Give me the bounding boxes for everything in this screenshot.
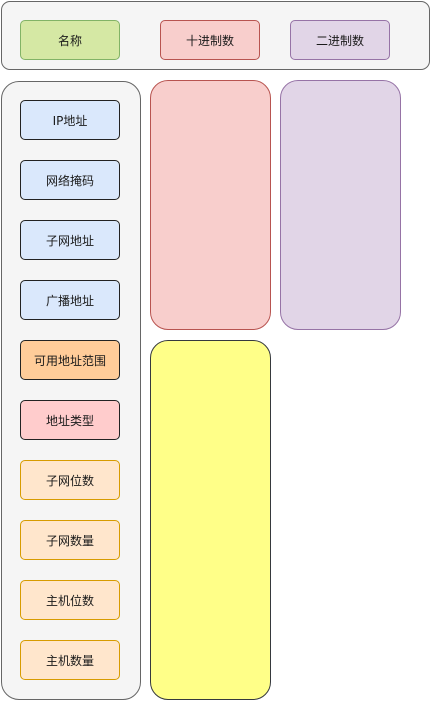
field-address-type: 地址类型 <box>20 400 120 440</box>
decimal-header-box: 十进制数 <box>160 20 260 60</box>
field-broadcast-address: 广播地址 <box>20 280 120 320</box>
field-host-count: 主机数量 <box>20 640 120 680</box>
binary-header-box: 二进制数 <box>290 20 390 60</box>
field-netmask: 网络掩码 <box>20 160 120 200</box>
field-subnet-count: 子网数量 <box>20 520 120 560</box>
name-header-box: 名称 <box>20 20 120 60</box>
field-subnet-bits: 子网位数 <box>20 460 120 500</box>
field-ip-address: IP地址 <box>20 100 120 140</box>
info-values-panel <box>150 340 271 700</box>
field-subnet-address: 子网地址 <box>20 220 120 260</box>
field-host-bits: 主机位数 <box>20 580 120 620</box>
decimal-values-panel <box>150 80 271 330</box>
binary-values-panel <box>280 80 401 330</box>
field-usable-range: 可用地址范围 <box>20 340 120 380</box>
